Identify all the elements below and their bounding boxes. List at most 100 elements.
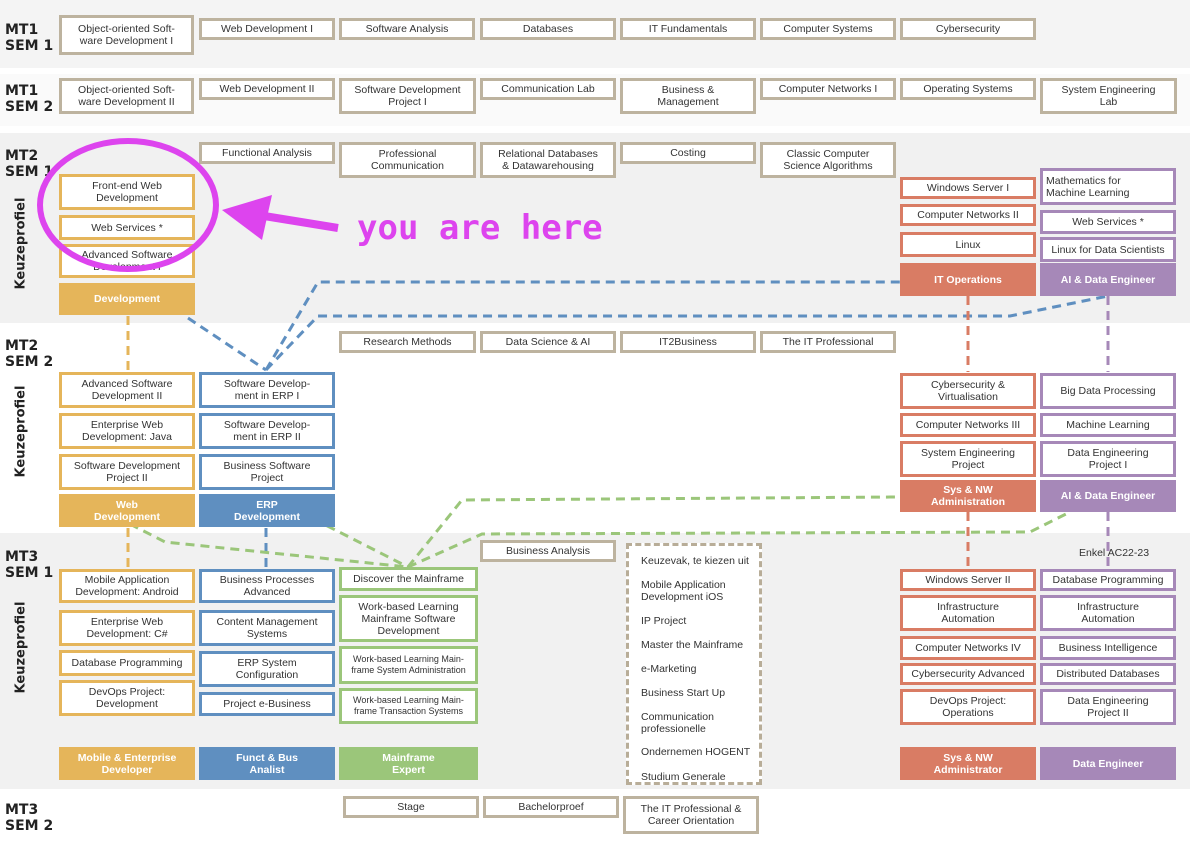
course-professional-communication[interactable]: Professional Communication xyxy=(339,142,476,178)
semester-label-mt2-sem2: MT2 SEM 2 xyxy=(5,338,54,370)
course-infrastructure-automation-sys[interactable]: Infrastructure Automation xyxy=(900,595,1036,631)
course-web-dev-2[interactable]: Web Development II xyxy=(199,78,335,100)
course-data-engineering-project-1[interactable]: Data Engineering Project I xyxy=(1040,441,1176,477)
course-oo-software-dev-2[interactable]: Object-oriented Soft- ware Development I… xyxy=(59,78,194,114)
course-it-professional-career[interactable]: The IT Professional & Career Orientation xyxy=(623,796,759,834)
track-header-funct-bus-analist: Funct & Bus Analist xyxy=(199,747,335,780)
course-software-analysis[interactable]: Software Analysis xyxy=(339,18,475,40)
elective-master-mainframe[interactable]: Master the Mainframe xyxy=(641,639,744,651)
track-header-web-development: Web Development xyxy=(59,494,195,527)
course-enterprise-web-csharp[interactable]: Enterprise Web Development: C# xyxy=(59,610,195,646)
course-linux-data-scientists[interactable]: Linux for Data Scientists xyxy=(1040,237,1176,262)
course-linux[interactable]: Linux xyxy=(900,232,1036,257)
course-cybersecurity[interactable]: Cybersecurity xyxy=(900,18,1036,40)
course-it-fundamentals[interactable]: IT Fundamentals xyxy=(620,18,756,40)
connector-web-mainframe xyxy=(129,522,409,569)
course-bachelorproef[interactable]: Bachelorproef xyxy=(483,796,619,818)
course-business-intelligence[interactable]: Business Intelligence xyxy=(1040,636,1176,660)
highlight-circle xyxy=(37,138,219,272)
track-header-mainframe-expert: Mainframe Expert xyxy=(339,747,478,780)
elective-ondernemen-hogent[interactable]: Ondernemen HOGENT xyxy=(641,746,751,758)
course-cybersecurity-advanced[interactable]: Cybersecurity Advanced xyxy=(900,663,1036,685)
semester-label-mt1-sem1: MT1 SEM 1 xyxy=(5,22,54,54)
course-distributed-databases[interactable]: Distributed Databases xyxy=(1040,663,1176,685)
note-enkel-ac: Enkel AC22-23 xyxy=(1079,547,1150,559)
course-oo-software-dev-1[interactable]: Object-oriented Soft- ware Development I xyxy=(59,15,194,55)
track-header-sys-nw-administrator: Sys & NW Administrator xyxy=(900,747,1036,780)
course-software-dev-project-2[interactable]: Software Development Project II xyxy=(59,454,195,490)
semester-label-mt2-sem1: MT2 SEM 1 xyxy=(5,148,54,180)
course-computer-networks-3[interactable]: Computer Networks III xyxy=(900,413,1036,437)
course-databases[interactable]: Databases xyxy=(480,18,616,40)
course-computer-networks-2[interactable]: Computer Networks II xyxy=(900,204,1036,226)
course-system-engineering-lab[interactable]: System Engineering Lab xyxy=(1040,78,1177,114)
elective-communication-professionelle[interactable]: Communication professionelle xyxy=(641,711,714,735)
course-functional-analysis[interactable]: Functional Analysis xyxy=(199,142,335,164)
connector-erp-itops xyxy=(264,280,900,371)
course-data-engineering-project-2[interactable]: Data Engineering Project II xyxy=(1040,689,1176,725)
course-content-management-systems[interactable]: Content Management Systems xyxy=(199,610,335,646)
course-database-programming-data[interactable]: Database Programming xyxy=(1040,569,1176,591)
course-cybersecurity-virtualisation[interactable]: Cybersecurity & Virtualisation xyxy=(900,373,1036,409)
course-mobile-app-android[interactable]: Mobile Application Development: Android xyxy=(59,569,195,603)
elective-mobile-ios[interactable]: Mobile Application Development iOS xyxy=(641,579,726,603)
course-business-analysis[interactable]: Business Analysis xyxy=(480,540,616,562)
course-classic-cs-algorithms[interactable]: Classic Computer Science Algorithms xyxy=(760,142,896,178)
course-business-software-project[interactable]: Business Software Project xyxy=(199,454,335,490)
course-software-dev-erp-2[interactable]: Software Develop- ment in ERP II xyxy=(199,413,335,449)
course-it2business[interactable]: IT2Business xyxy=(620,331,756,353)
course-data-science-ai[interactable]: Data Science & AI xyxy=(480,331,616,353)
course-advanced-software-dev-2[interactable]: Advanced Software Development II xyxy=(59,372,195,408)
course-stage[interactable]: Stage xyxy=(343,796,479,818)
course-project-e-business[interactable]: Project e-Business xyxy=(199,692,335,716)
elective-heading: Keuzevak, te kiezen uit xyxy=(641,555,749,567)
track-header-sys-nw-administration: Sys & NW Administration xyxy=(900,480,1036,512)
course-wbl-mainframe-software[interactable]: Work-based Learning Mainframe Software D… xyxy=(339,595,478,642)
course-wbl-mainframe-sysadmin[interactable]: Work-based Learning Main- frame System A… xyxy=(339,646,478,684)
course-big-data-processing[interactable]: Big Data Processing xyxy=(1040,373,1176,409)
course-software-dev-erp-1[interactable]: Software Develop- ment in ERP I xyxy=(199,372,335,408)
course-operating-systems[interactable]: Operating Systems xyxy=(900,78,1036,100)
connector-ai-mainframe xyxy=(407,510,1071,569)
course-software-dev-project-1[interactable]: Software Development Project I xyxy=(339,78,476,114)
course-wbl-mainframe-transaction[interactable]: Work-based Learning Main- frame Transact… xyxy=(339,688,478,724)
track-header-data-engineer: Data Engineer xyxy=(1040,747,1176,780)
course-math-for-ml[interactable]: Mathematics for Machine Learning xyxy=(1040,168,1176,205)
electives-box: Keuzevak, te kiezen uit Mobile Applicati… xyxy=(626,543,762,785)
course-web-services-ai[interactable]: Web Services * xyxy=(1040,210,1176,234)
elective-ip-project[interactable]: IP Project xyxy=(641,615,687,627)
course-business-management[interactable]: Business & Management xyxy=(620,78,756,114)
course-web-services-dev[interactable]: Web Services * xyxy=(59,215,195,240)
course-computer-networks-4[interactable]: Computer Networks IV xyxy=(900,636,1036,660)
elective-e-marketing[interactable]: e-Marketing xyxy=(641,663,697,675)
course-research-methods[interactable]: Research Methods xyxy=(339,331,476,353)
annotation-arrow-head xyxy=(222,195,272,240)
course-devops-project-operations[interactable]: DevOps Project: Operations xyxy=(900,689,1036,725)
course-web-dev-1[interactable]: Web Development I xyxy=(199,18,335,40)
track-header-development: Development xyxy=(59,283,195,315)
semester-label-mt3-sem1: MT3 SEM 1 xyxy=(5,549,54,581)
course-relational-databases[interactable]: Relational Databases & Datawarehousing xyxy=(480,142,616,178)
track-header-ai-data-engineer-1: AI & Data Engineer xyxy=(1040,263,1176,296)
course-infrastructure-automation-data[interactable]: Infrastructure Automation xyxy=(1040,595,1176,631)
course-communication-lab[interactable]: Communication Lab xyxy=(480,78,616,100)
course-machine-learning[interactable]: Machine Learning xyxy=(1040,413,1176,437)
course-the-it-professional[interactable]: The IT Professional xyxy=(760,331,896,353)
course-windows-server-1[interactable]: Windows Server I xyxy=(900,177,1036,199)
course-computer-systems[interactable]: Computer Systems xyxy=(760,18,896,40)
elective-studium-generale[interactable]: Studium Generale xyxy=(641,771,726,783)
course-costing[interactable]: Costing xyxy=(620,142,756,164)
course-discover-mainframe[interactable]: Discover the Mainframe xyxy=(339,567,478,591)
course-database-programming-dev[interactable]: Database Programming xyxy=(59,650,195,676)
course-devops-project-development[interactable]: DevOps Project: Development xyxy=(59,680,195,716)
course-front-end-web-dev[interactable]: Front-end Web Development xyxy=(59,174,195,210)
course-computer-networks-1[interactable]: Computer Networks I xyxy=(760,78,896,100)
course-enterprise-web-java[interactable]: Enterprise Web Development: Java xyxy=(59,413,195,449)
track-header-it-operations: IT Operations xyxy=(900,263,1036,296)
course-system-engineering-project[interactable]: System Engineering Project xyxy=(900,441,1036,477)
course-business-processes-advanced[interactable]: Business Processes Advanced xyxy=(199,569,335,603)
elective-business-start-up[interactable]: Business Start Up xyxy=(641,687,726,699)
course-windows-server-2[interactable]: Windows Server II xyxy=(900,569,1036,591)
course-erp-system-configuration[interactable]: ERP System Configuration xyxy=(199,651,335,687)
